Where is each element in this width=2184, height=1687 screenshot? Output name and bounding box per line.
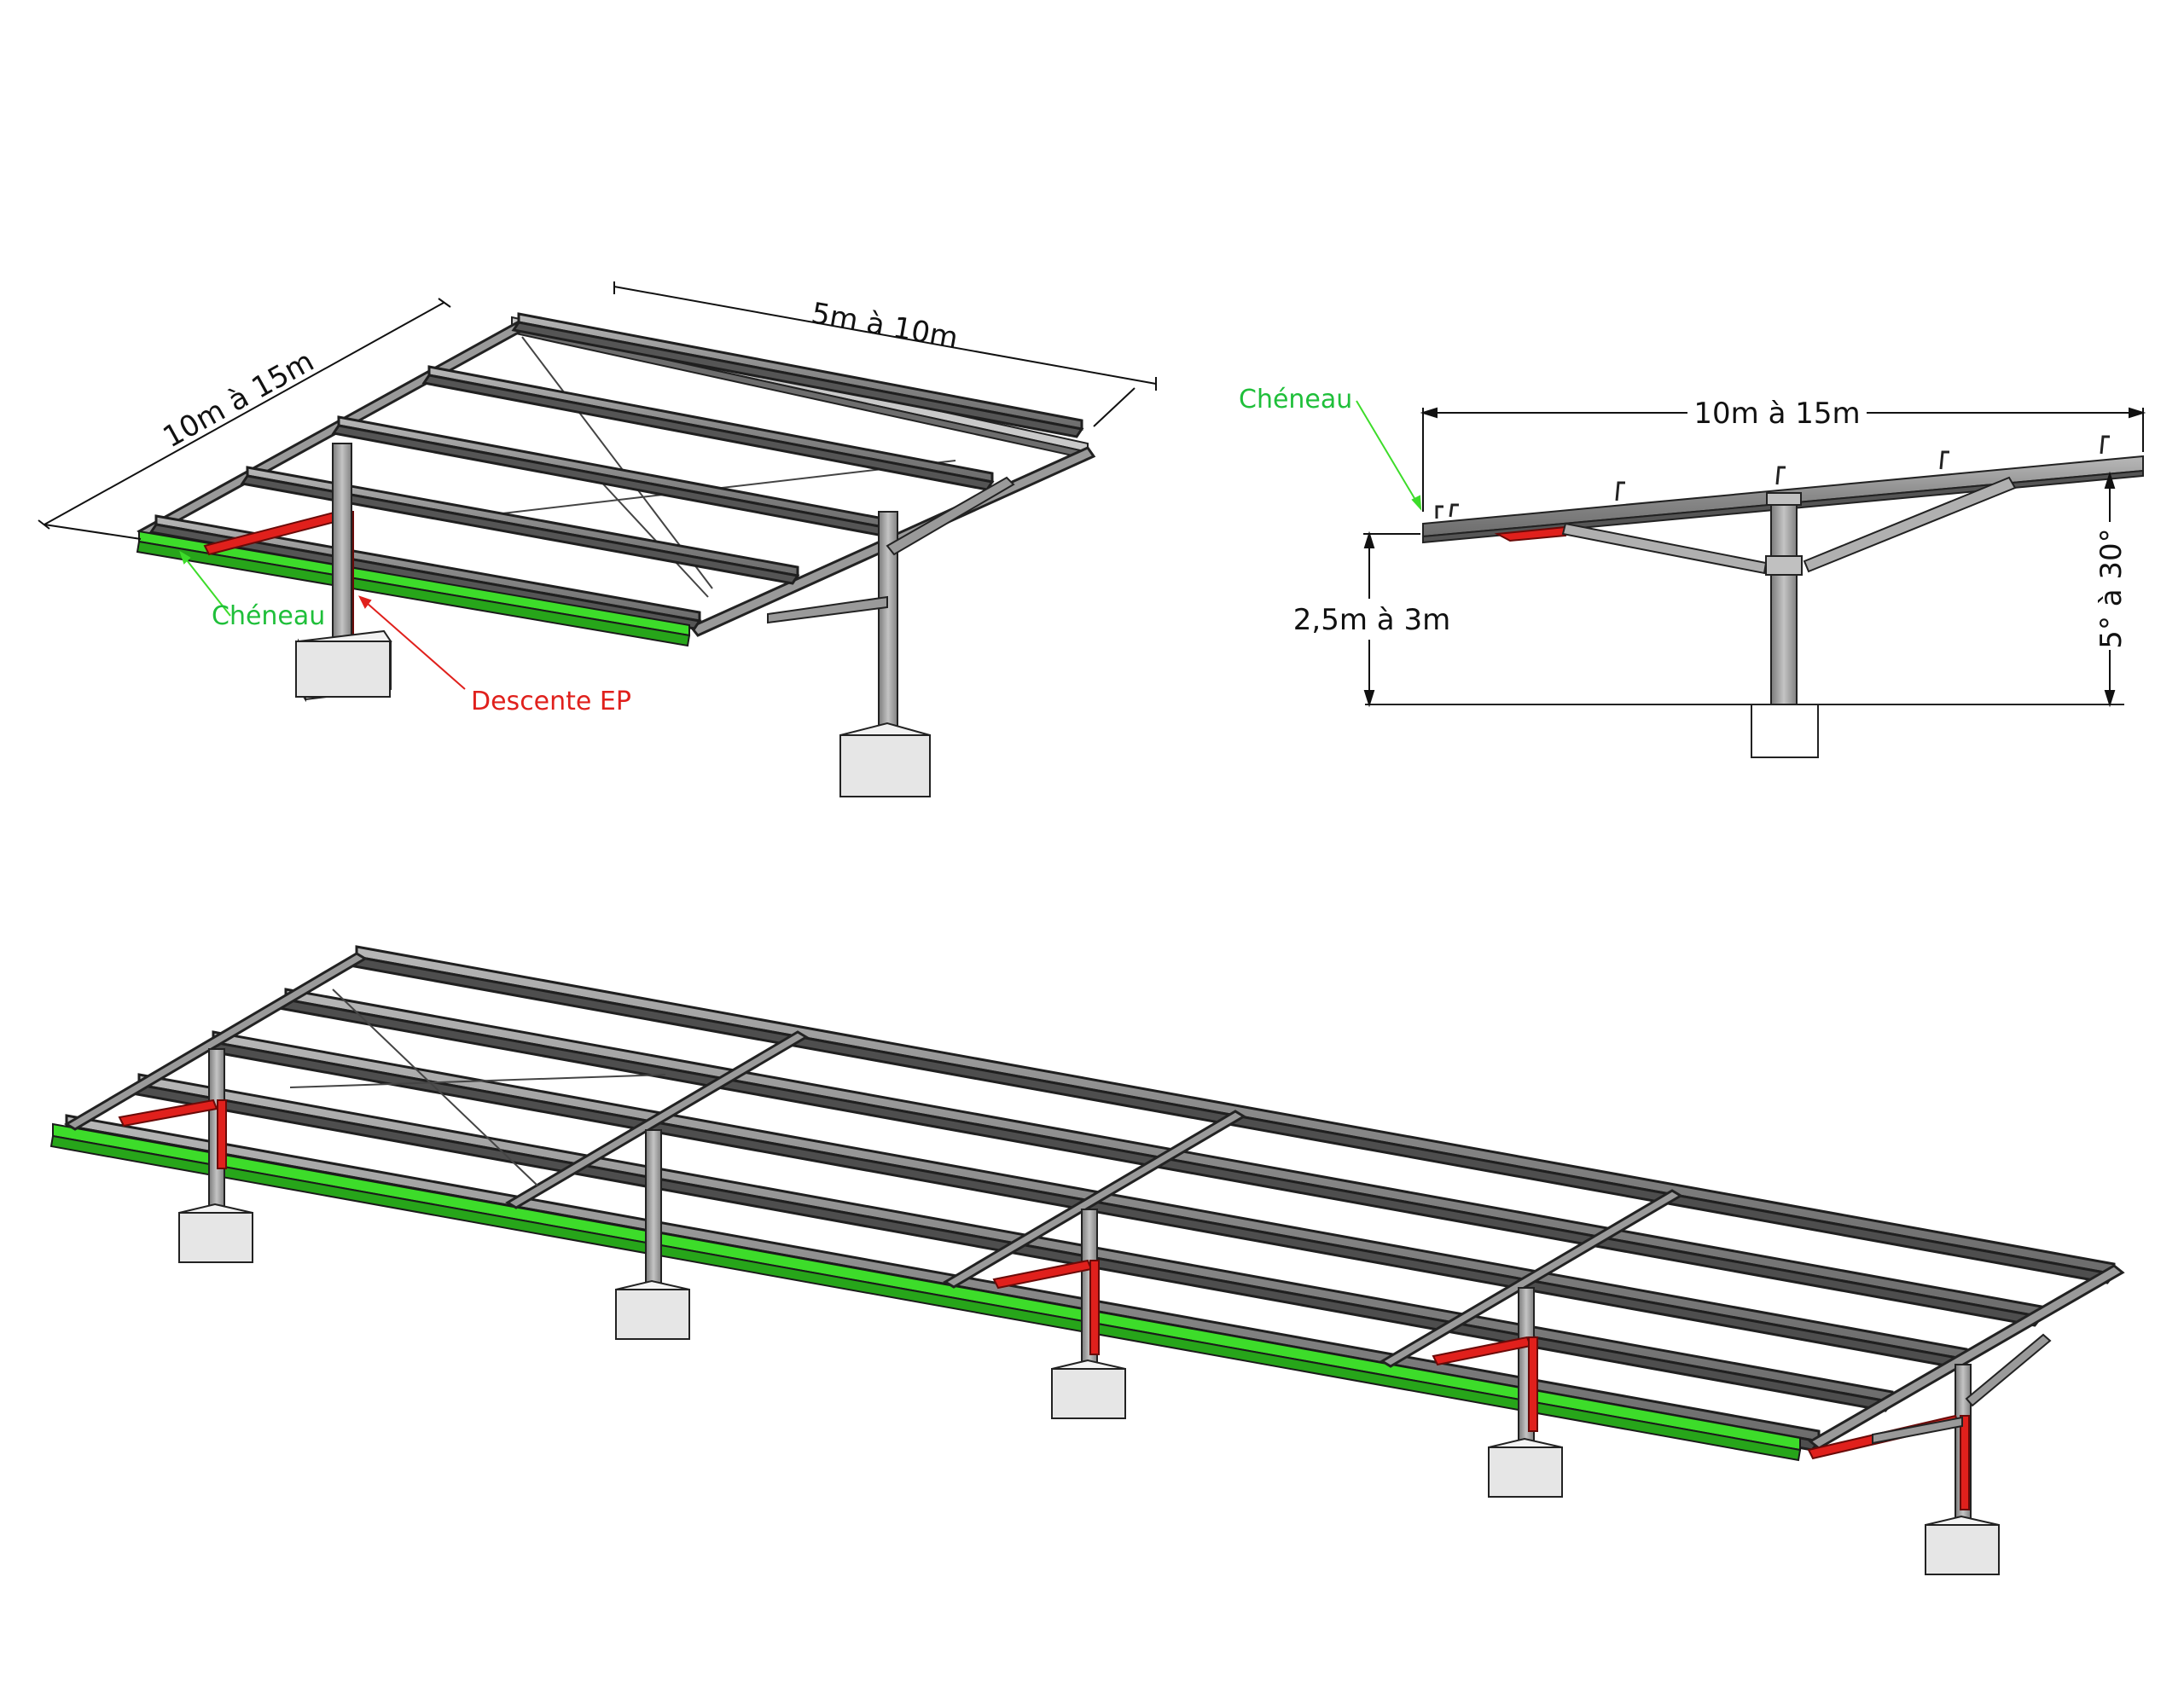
leader-downpipe xyxy=(358,595,466,690)
side-central-post xyxy=(1765,492,1803,709)
length-dim-label: 10m à 15m xyxy=(158,345,320,455)
downpipe-label: Descente EP xyxy=(471,687,631,716)
gutter-label: Chéneau xyxy=(212,601,325,631)
side-braces xyxy=(1561,476,2017,575)
side-downpipe-red xyxy=(1494,525,1566,542)
side-leader-gutter xyxy=(1356,400,1422,511)
left-footing xyxy=(295,629,392,703)
side-span-label: 10m à 15m xyxy=(1693,397,1860,431)
purlin-3 xyxy=(331,415,895,538)
long-gutter-green xyxy=(49,1122,1802,1462)
isometric-single-module: 5m à 10m 10m à 15m Chéneau Descente EP xyxy=(38,281,1157,797)
long-footings xyxy=(178,1203,2000,1575)
purlin-1 xyxy=(511,312,1084,438)
purlin-4 xyxy=(240,466,800,585)
dimension-width xyxy=(613,281,1157,427)
side-footing xyxy=(1751,704,1819,758)
long-cross-bracing xyxy=(289,988,666,1186)
side-angle-label: 5° à 30° xyxy=(2094,528,2129,648)
long-end-brace xyxy=(1872,1333,2052,1445)
footing-2 xyxy=(615,1279,690,1340)
isometric-multi-module-row xyxy=(49,945,2125,1575)
purlin-5 xyxy=(148,514,702,630)
footing-3 xyxy=(1051,1359,1126,1419)
side-elevation-view: 10m à 15m 2,5m à 3m 5° à 30° Chéneau xyxy=(1239,385,2146,758)
footing-1 xyxy=(178,1203,253,1263)
side-height-label: 2,5m à 3m xyxy=(1293,603,1450,637)
dimension-length xyxy=(38,298,451,540)
side-gutter-label: Chéneau xyxy=(1239,385,1352,415)
long-cross-beams xyxy=(64,952,2125,1450)
side-purlin-hooks xyxy=(1435,435,2110,519)
right-post xyxy=(767,476,1015,739)
gutter-green xyxy=(136,530,691,647)
footing-4 xyxy=(1488,1437,1563,1498)
purlin-2 xyxy=(421,365,995,491)
leader-gutter xyxy=(179,550,231,617)
left-post xyxy=(332,443,352,649)
width-dim-label: 5m à 10m xyxy=(809,296,961,356)
footing-5 xyxy=(1925,1515,2000,1575)
purlins xyxy=(148,312,1084,630)
right-footing xyxy=(839,722,931,797)
